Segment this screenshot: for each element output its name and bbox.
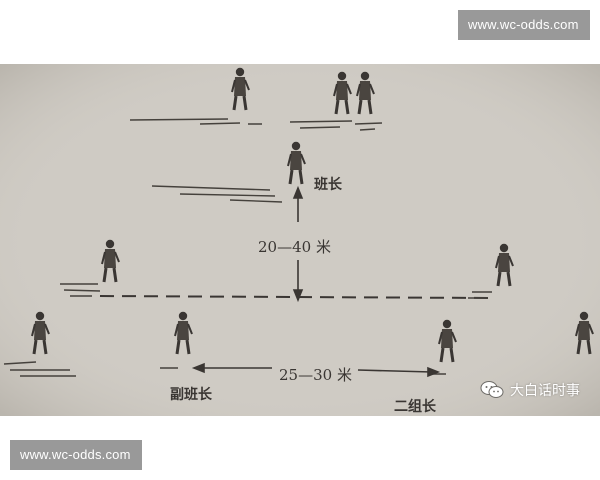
front-distance-arrow: [292, 185, 304, 303]
wechat-account-tag: 大白话时事: [480, 380, 580, 400]
wechat-account-name: 大白话时事: [510, 383, 580, 399]
watermark-top[interactable]: www.wc-odds.com: [458, 10, 590, 40]
front-distance-label: 20—40 米: [258, 238, 331, 256]
watermark-bottom[interactable]: www.wc-odds.com: [10, 440, 142, 470]
deputy-leader-label: 副班长: [170, 387, 212, 403]
formation-diagram: [0, 64, 600, 416]
squad-leader-label: 班长: [314, 177, 342, 193]
wechat-icon: [480, 380, 504, 400]
group2-leader-label: 二组长: [394, 399, 436, 415]
side-distance-arrow: [191, 362, 441, 378]
side-distance-label: 25—30 米: [276, 364, 355, 385]
ground-strokes-leader: [151, 185, 283, 203]
ground-strokes-middle: [60, 283, 492, 299]
ground-strokes-top: [129, 118, 383, 131]
formation-diagram-photo: 班长 20—40 米 25—30 米 副班长 二组长 大白话时事: [0, 64, 600, 416]
